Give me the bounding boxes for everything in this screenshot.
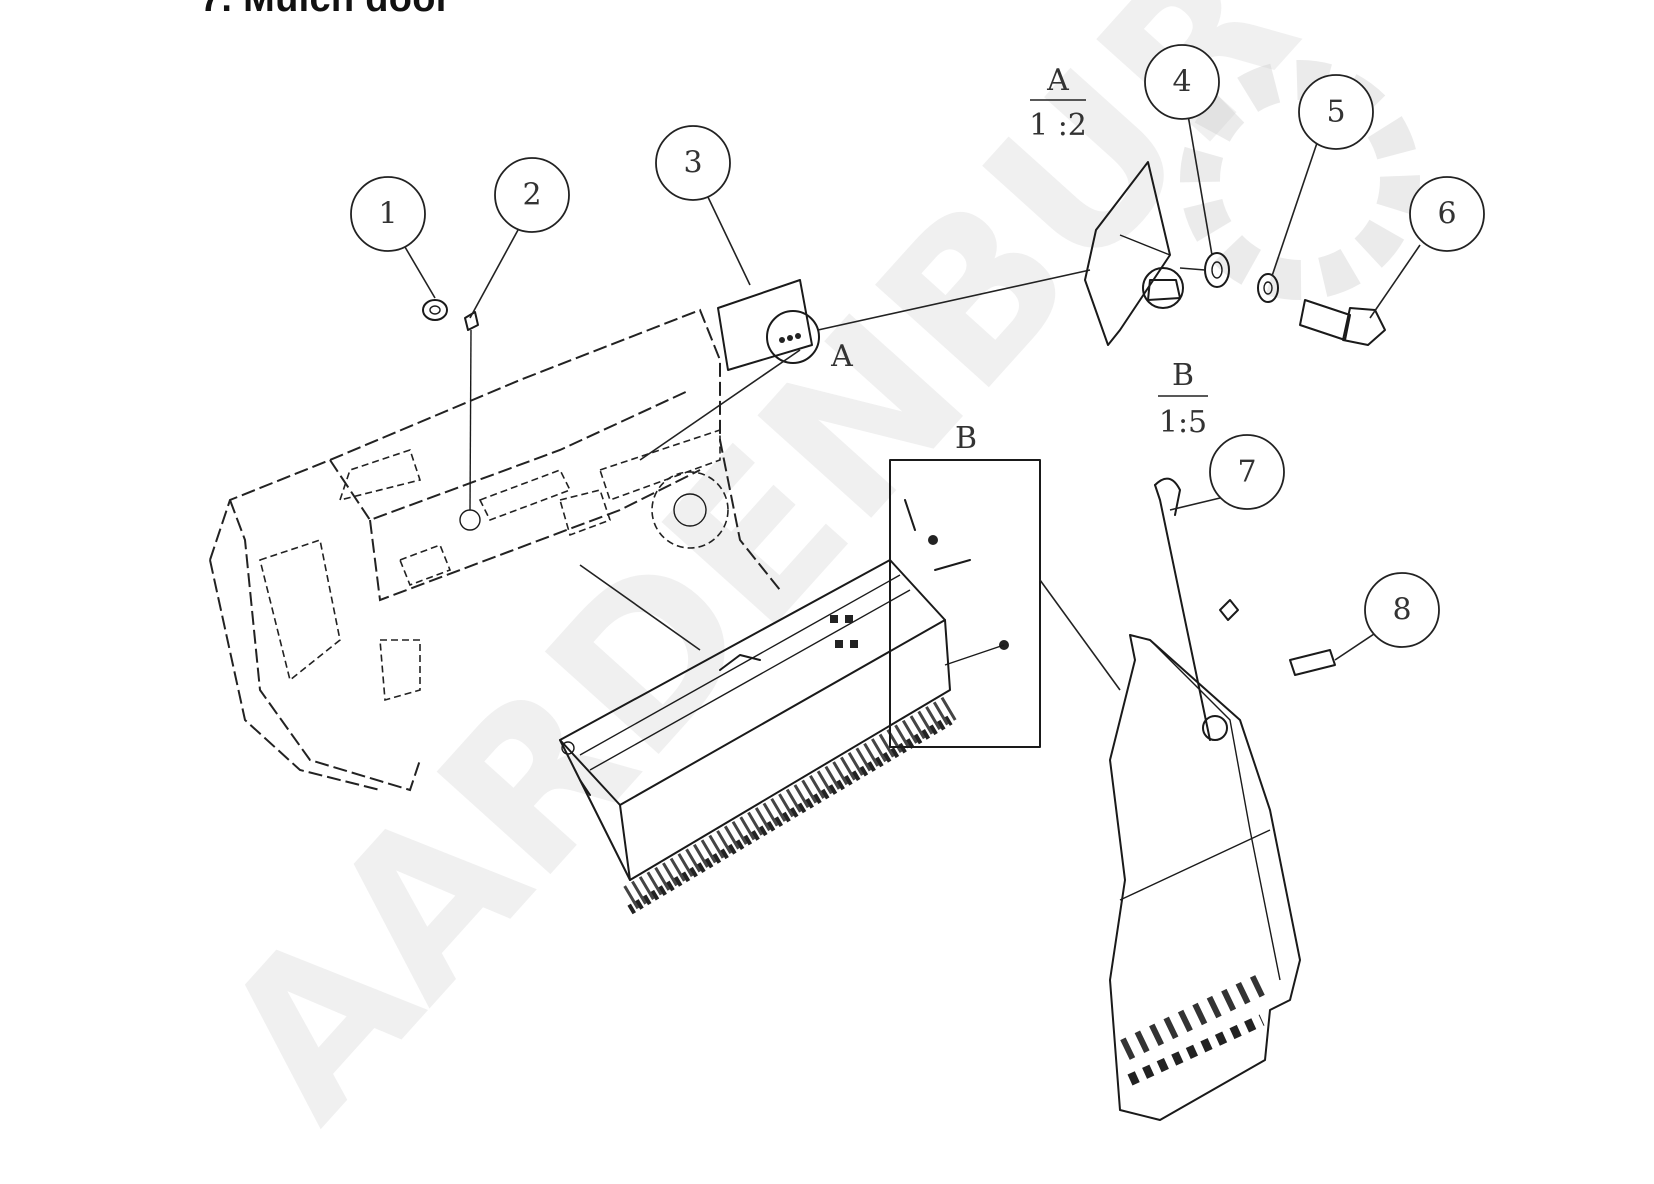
bracket-plate-3: A [639,269,1091,461]
detail-a-label: A [1046,63,1069,98]
callout-1: 1 [350,176,426,252]
callout-1-number: 1 [378,197,397,232]
detail-b-marker: B [955,421,977,456]
leader-lines [404,114,1421,661]
page-title: 7. Mulch door [200,0,451,21]
callout-4-number: 4 [1172,65,1191,100]
callout-3-number: 3 [683,146,702,181]
callout-2: 2 [494,157,570,233]
mulch-door-brush [559,559,957,915]
callout-3: 3 [655,125,731,201]
detail-a-view: A 1 :2 [1029,63,1386,346]
watermark-text: AARDENBURG [175,0,1458,1163]
detail-b-region: B [579,421,1121,748]
detail-a-scale: 1 :2 [1029,108,1087,143]
callout-8: 8 [1364,572,1440,648]
callout-4: 4 [1144,44,1220,120]
callout-6-number: 6 [1437,197,1456,232]
callout-7: 7 [1209,434,1285,510]
detail-b-scale: 1:5 [1159,405,1207,440]
watermark: AARDENBURG [175,0,1458,1163]
detail-b-label: B [1172,358,1194,393]
callout-5-number: 5 [1326,95,1345,130]
callout-6: 6 [1409,176,1485,252]
callout-5: 5 [1298,74,1374,150]
mulcher-housing [209,308,781,792]
detail-b-view: B 1:5 [1109,358,1336,1121]
callout-7-number: 7 [1237,455,1256,490]
hardware-nut-and-fitting [422,299,479,511]
callout-2-number: 2 [522,178,541,213]
callout-8-number: 8 [1392,593,1411,628]
detail-a-marker: A [830,339,853,374]
